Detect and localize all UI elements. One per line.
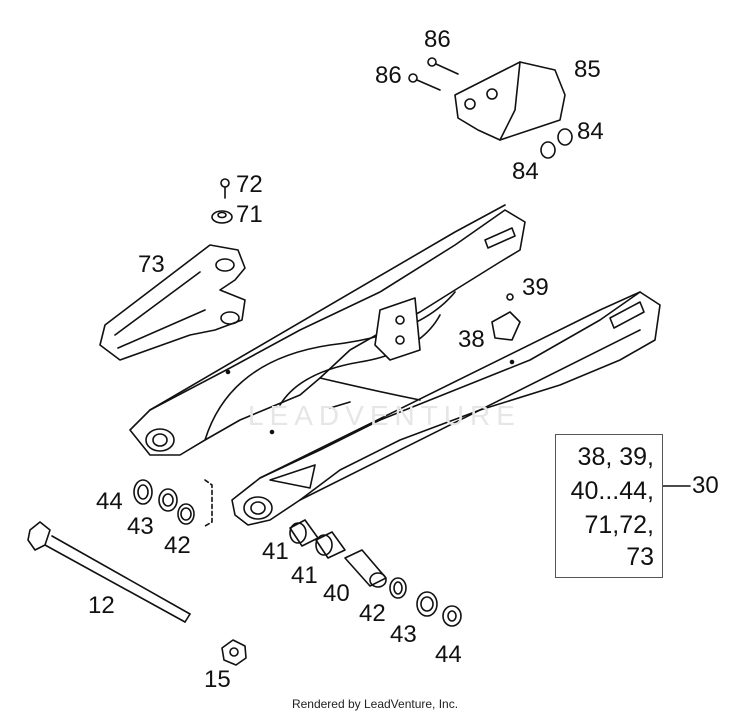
clamp-38	[491, 311, 521, 341]
callout-84-right: 84	[577, 118, 604, 145]
kit-line-1: 38, 39,	[577, 443, 654, 471]
callout-43-right: 43	[390, 621, 417, 648]
callout-15: 15	[204, 666, 231, 693]
kit-line-4: 73	[626, 543, 654, 571]
callout-85: 85	[574, 56, 601, 83]
screw-72	[220, 178, 230, 199]
callout-72: 72	[236, 171, 263, 198]
callout-86-left: 86	[375, 62, 402, 89]
watermark: LEADVENTURE	[248, 400, 521, 431]
nut-15	[221, 639, 247, 666]
callout-44-right: 44	[435, 641, 462, 668]
callout-41-lower: 41	[291, 562, 318, 589]
kit-line-3: 71,72,	[584, 511, 654, 539]
bolt-86-upper	[427, 57, 459, 75]
callout-42-right: 42	[359, 600, 386, 627]
callout-44-left: 44	[96, 488, 123, 515]
kit-contents-box: 38, 39, 40...44, 71,72, 73	[555, 434, 663, 578]
nut-84-a	[557, 128, 573, 146]
footer-credit: Rendered by LeadVenture, Inc.	[291, 697, 459, 711]
callout-71: 71	[236, 201, 263, 228]
kit-line-2: 40...44,	[570, 477, 654, 505]
callout-40: 40	[323, 580, 350, 607]
nut-84-b	[540, 141, 556, 159]
callout-12: 12	[88, 592, 115, 619]
callout-39: 39	[522, 274, 549, 301]
callout-84-left: 84	[512, 158, 539, 185]
swingarm	[129, 204, 661, 526]
right-pivot-hardware	[289, 519, 462, 627]
left-pivot-hardware	[133, 479, 213, 527]
bolt-86-lower	[408, 73, 441, 91]
callout-42-left: 42	[164, 532, 191, 559]
callout-30: 30	[692, 472, 719, 499]
pivot-bolt-12	[27, 521, 191, 623]
callout-43-left: 43	[127, 513, 154, 540]
washer-71	[211, 210, 233, 224]
callout-41-upper: 41	[262, 538, 289, 565]
screw-39	[506, 293, 514, 301]
callout-38: 38	[458, 326, 485, 353]
chain-guide-85	[454, 61, 566, 141]
callout-86-top: 86	[424, 26, 451, 53]
callout-73: 73	[138, 251, 165, 278]
chain-slider	[99, 244, 246, 361]
